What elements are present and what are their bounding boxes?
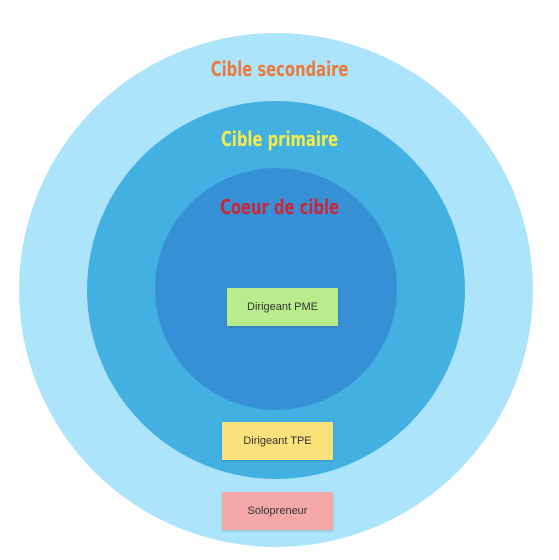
sticky-note-dirigeant-tpe[interactable]: Dirigeant TPE [222, 422, 333, 460]
sticky-note-solopreneur[interactable]: Solopreneur [222, 492, 333, 530]
secondary-target-label: Cible secondaire [210, 57, 349, 81]
sticky-note-dirigeant-pme[interactable]: Dirigeant PME [227, 288, 338, 326]
core-target-label: Coeur de cible [220, 195, 340, 219]
primary-target-label: Cible primaire [220, 127, 339, 151]
